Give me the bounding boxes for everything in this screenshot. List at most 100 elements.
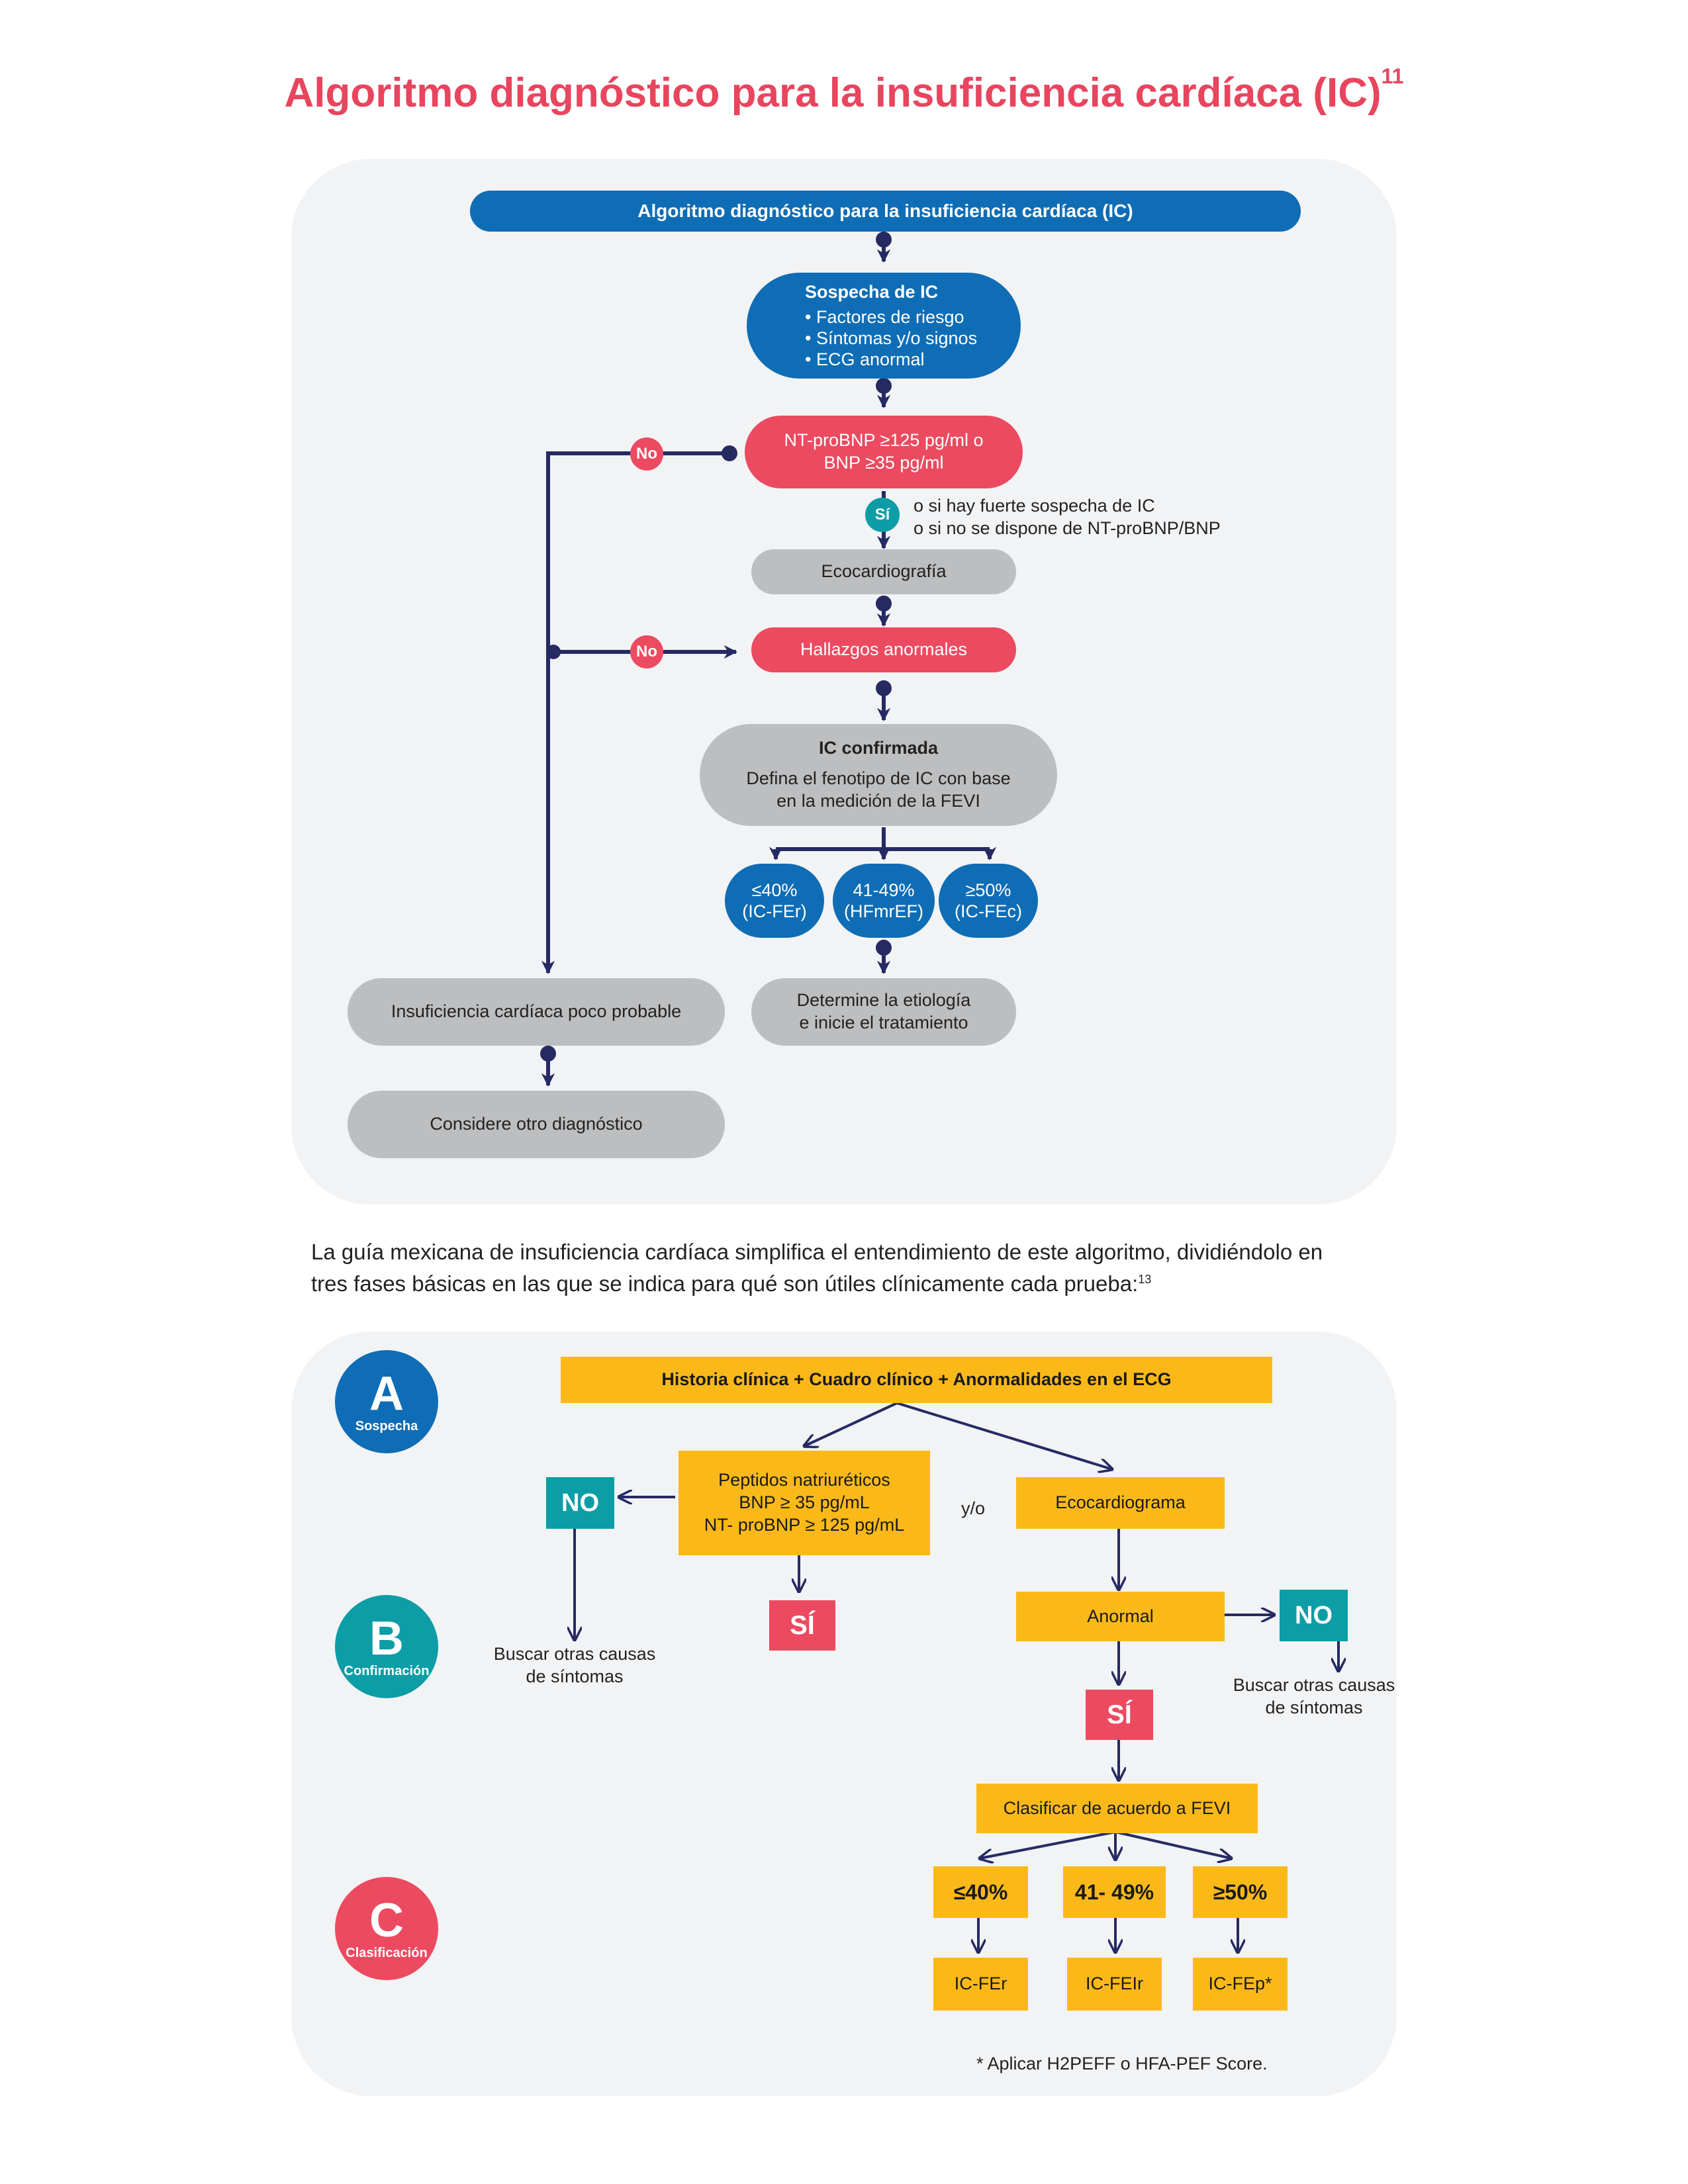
si-box: SÍ	[1086, 1690, 1153, 1740]
connector-arrow	[804, 1402, 898, 1446]
no-badge-label: No	[636, 643, 657, 660]
yes-badge: Sí	[865, 498, 900, 532]
and-or-label: y/o	[940, 1496, 1006, 1522]
connector-arrow	[1115, 1831, 1231, 1858]
confirmed-node: IC confirmada Defina el fenotipo de IC c…	[700, 724, 1057, 826]
confirmed-line: Defina el fenotipo de IC con base	[746, 768, 1011, 789]
phenotype-range: 41-49%	[853, 880, 915, 900]
phenotype-name: (IC-FEc)	[955, 901, 1022, 921]
suspicion-item: • Factores de riesgo	[805, 306, 964, 327]
unlikely-node: Insuficiencia cardíaca poco probable	[348, 978, 725, 1046]
connector-arrow	[980, 1831, 1116, 1858]
footnote-text: * Aplicar H2PEFF o HFA-PEF Score.	[976, 2054, 1268, 2073]
si-box-label: SÍ	[790, 1610, 815, 1640]
page-title-text: Algoritmo diagnóstico para la insuficien…	[284, 70, 1382, 116]
peptides-line: NT-proBNP ≥125 pg/ml o	[784, 430, 984, 451]
no-box-label: NO	[1295, 1601, 1333, 1629]
other-diagnosis-node: Considere otro diagnóstico	[348, 1091, 725, 1158]
and-or-text: y/o	[961, 1498, 986, 1519]
phase-circle-b: B Confirmación	[335, 1595, 438, 1698]
phase-circle-c: C Clasificación	[335, 1877, 438, 1980]
flow2-echo-node: Ecocardiograma	[1016, 1477, 1225, 1529]
suspicion-node: Sospecha de IC • Factores de riesgo • Sí…	[747, 273, 1021, 379]
phenotype-node: 41-49% (HFmrEF)	[833, 864, 935, 938]
phenotype-name: (HFmrEF)	[844, 901, 923, 921]
etiology-line: Determine la etiología	[796, 990, 971, 1011]
phase-letter: B	[369, 1612, 404, 1665]
no-box-left: NO	[546, 1477, 614, 1529]
page-title: Algoritmo diagnóstico para la insuficien…	[0, 64, 1688, 116]
type-label: IC-FEIr	[1086, 1974, 1143, 1994]
other-diagnosis-label: Considere otro diagnóstico	[430, 1114, 643, 1134]
range-label: 41- 49%	[1074, 1880, 1154, 1904]
type-box: IC-FEr	[933, 1958, 1028, 2011]
yes-note-line: o si hay fuerte sospecha de IC	[914, 496, 1155, 516]
echo-label: Ecocardiografía	[821, 561, 947, 582]
phenotype-range: ≤40%	[751, 880, 798, 900]
other-causes-left: Buscar otras causas de síntomas	[475, 1643, 674, 1688]
suspicion-item: • Síntomas y/o signos	[805, 328, 978, 348]
flow2-peptides-node: Peptidos natriuréticos BNP ≥ 35 pg/mL NT…	[679, 1451, 930, 1555]
unlikely-label: Insuficiencia cardíaca poco probable	[391, 1001, 682, 1022]
no-box-right: NO	[1280, 1590, 1348, 1641]
suspicion-item: • ECG anormal	[805, 349, 925, 369]
paragraph-line-2: tres fases básicas en las que se indica …	[311, 1268, 1383, 1300]
other-causes-line: de síntomas	[1265, 1697, 1363, 1717]
peptides-line: Peptidos natriuréticos	[718, 1470, 890, 1490]
title-reference: 11	[1381, 64, 1404, 88]
phenotype-node: ≤40% (IC-FEr)	[725, 864, 824, 938]
type-box: IC-FEp*	[1193, 1958, 1288, 2011]
range-label: ≥50%	[1213, 1880, 1268, 1904]
connector-no-path	[541, 451, 729, 975]
paragraph-reference: 13	[1138, 1272, 1152, 1286]
connector-arrow	[896, 1402, 1112, 1469]
no-badge-label: No	[636, 445, 657, 463]
peptides-line: BNP ≥ 35 pg/mL	[739, 1492, 870, 1513]
flow2-abnormal-label: Anormal	[1087, 1606, 1154, 1626]
phase-label: Confirmación	[344, 1663, 430, 1678]
peptides-line: BNP ≥35 pg/ml	[823, 453, 944, 473]
phenotype-name: (IC-FEr)	[742, 901, 807, 921]
suspicion-title: Sospecha de IC	[805, 282, 939, 302]
si-box-label: SÍ	[1107, 1700, 1132, 1729]
flow2-echo-label: Ecocardiograma	[1055, 1492, 1186, 1513]
other-causes-line: de síntomas	[526, 1666, 624, 1686]
etiology-line: e inicie el tratamiento	[799, 1013, 968, 1032]
si-box: SÍ	[769, 1600, 835, 1651]
etiology-node: Determine la etiología e inicie el trata…	[751, 978, 1016, 1046]
footnote: * Aplicar H2PEFF o HFA-PEF Score.	[976, 2053, 1347, 2075]
no-box-label: NO	[561, 1488, 599, 1517]
flow2-header-text: Historia clínica + Cuadro clínico + Anor…	[661, 1369, 1172, 1390]
echo-node: Ecocardiografía	[751, 549, 1016, 594]
phase-circle-a: A Sospecha	[335, 1350, 438, 1453]
classify-node: Clasificar de acuerdo a FEVI	[976, 1784, 1258, 1833]
flow1-header: Algoritmo diagnóstico para la insuficien…	[470, 191, 1301, 232]
type-label: IC-FEp*	[1208, 1974, 1272, 1994]
paragraph-line: tres fases básicas en las que se indica …	[311, 1271, 1139, 1296]
phase-label: Sospecha	[355, 1418, 418, 1433]
range-box: ≤40%	[933, 1866, 1028, 1918]
classify-label: Clasificar de acuerdo a FEVI	[1003, 1797, 1231, 1818]
other-causes-right: Buscar otras causas de síntomas	[1215, 1674, 1413, 1719]
phenotype-range: ≥50%	[965, 880, 1011, 900]
yes-note: o si hay fuerte sospecha de IC o si no s…	[914, 495, 1284, 540]
other-causes-line: Buscar otras causas	[493, 1644, 656, 1664]
range-box: ≥50%	[1193, 1866, 1288, 1918]
yes-note-line: o si no se dispone de NT-proBNP/BNP	[914, 518, 1221, 538]
phase-letter: A	[369, 1367, 404, 1420]
flow2-abnormal-node: Anormal	[1016, 1592, 1225, 1641]
no-badge: No	[630, 437, 663, 471]
range-box: 41- 49%	[1063, 1866, 1166, 1918]
abnormal-node: Hallazgos anormales	[751, 627, 1016, 672]
abnormal-label: Hallazgos anormales	[800, 639, 968, 660]
confirmed-line: en la medición de la FEVI	[776, 790, 980, 811]
peptides-node: NT-proBNP ≥125 pg/ml o BNP ≥35 pg/ml	[745, 416, 1023, 488]
intro-paragraph: La guía mexicana de insuficiencia cardía…	[311, 1236, 1383, 1300]
phase-letter: C	[369, 1893, 404, 1947]
yes-badge-label: Sí	[874, 506, 890, 523]
peptides-line: NT- proBNP ≥ 125 pg/mL	[704, 1514, 905, 1535]
confirmed-title: IC confirmada	[818, 738, 939, 758]
type-label: IC-FEr	[954, 1974, 1008, 1994]
phase-label: Clasificación	[346, 1945, 428, 1960]
